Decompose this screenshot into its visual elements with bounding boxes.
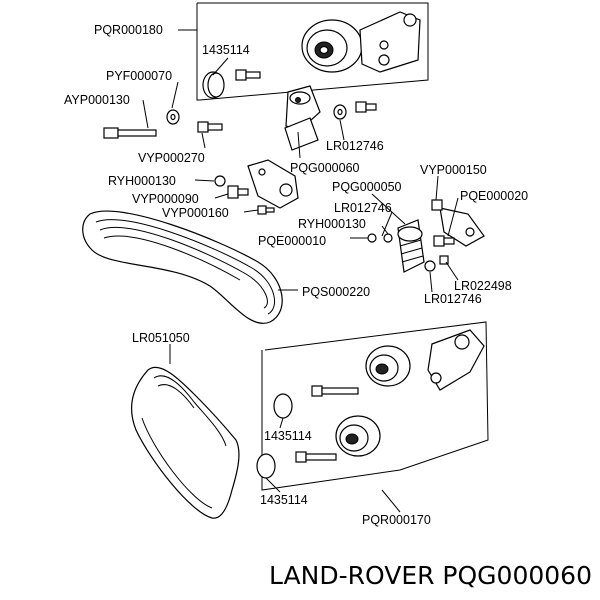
leader-lines bbox=[142, 29, 459, 513]
part-labels: PQR000180 1435114 PYF000070 AYP000130 VY… bbox=[64, 23, 528, 527]
pyf000070-washer bbox=[166, 109, 180, 125]
label-ryh000130-a: RYH000130 bbox=[108, 174, 176, 188]
lr012746-bolt-a bbox=[355, 101, 377, 113]
top-tensioner-box bbox=[196, 2, 429, 101]
label-lr012746-b: LR012746 bbox=[334, 201, 392, 215]
ayp000130-bolt bbox=[103, 127, 157, 139]
pqe000020-bolt bbox=[433, 235, 455, 247]
label-vyp000160: VYP000160 bbox=[162, 206, 229, 220]
vyp000270-bolt bbox=[197, 121, 223, 133]
top-idler-pulley bbox=[301, 19, 363, 73]
vyp000090-bolt bbox=[227, 185, 249, 199]
label-pqg000060: PQG000060 bbox=[290, 161, 360, 175]
tensioner-bracket bbox=[247, 159, 299, 209]
belt-lr051050 bbox=[130, 366, 240, 519]
label-pqr000170: PQR000170 bbox=[362, 513, 431, 527]
bottom-upper-pulley bbox=[365, 345, 411, 387]
label-pyf000070: PYF000070 bbox=[106, 69, 172, 83]
caption-title: LAND-ROVER PQG000060 bbox=[269, 561, 592, 590]
label-pqg000050: PQG000050 bbox=[332, 180, 402, 194]
top-bracket bbox=[359, 11, 421, 73]
label-lr012746-a: LR012746 bbox=[326, 139, 384, 153]
label-1435114-top: 1435114 bbox=[202, 43, 250, 57]
label-1435114-bot: 1435114 bbox=[260, 493, 308, 507]
label-lr051050: LR051050 bbox=[132, 331, 190, 345]
bottom-spacer-mid bbox=[273, 393, 293, 419]
top-bolt bbox=[235, 69, 261, 81]
label-vyp000270: VYP000270 bbox=[138, 151, 205, 165]
right-bracket bbox=[439, 207, 485, 247]
bottom-spacer-low bbox=[256, 453, 276, 479]
label-pqe000010: PQE000010 bbox=[258, 234, 326, 248]
bottom-lower-pulley bbox=[335, 415, 381, 457]
vyp000150-bolt bbox=[431, 199, 443, 211]
right-tensioner bbox=[397, 219, 425, 273]
label-vyp000150: VYP000150 bbox=[420, 163, 487, 177]
label-vyp000090: VYP000090 bbox=[132, 192, 199, 206]
label-pqs000220: PQS000220 bbox=[302, 285, 370, 299]
label-pqr000180: PQR000180 bbox=[94, 23, 163, 37]
top-spacer bbox=[202, 71, 225, 99]
bottom-bolts bbox=[295, 385, 359, 463]
label-pqe000020: PQE000020 bbox=[460, 189, 528, 203]
label-lr022498: LR022498 bbox=[454, 279, 512, 293]
lr012746-washer-a bbox=[333, 104, 347, 120]
bottom-bracket bbox=[427, 329, 485, 391]
tensioner-body bbox=[284, 85, 321, 151]
label-1435114-mid: 1435114 bbox=[264, 429, 312, 443]
label-ryh000130-b: RYH000130 bbox=[298, 217, 366, 231]
small-washers bbox=[367, 233, 449, 272]
belt-pqs000220 bbox=[82, 210, 283, 324]
label-ayp000130: AYP000130 bbox=[64, 93, 130, 107]
vyp000160-bolt bbox=[257, 205, 275, 215]
label-lr012746-c: LR012746 bbox=[424, 292, 482, 306]
ryh000130-washer-a bbox=[214, 175, 226, 187]
